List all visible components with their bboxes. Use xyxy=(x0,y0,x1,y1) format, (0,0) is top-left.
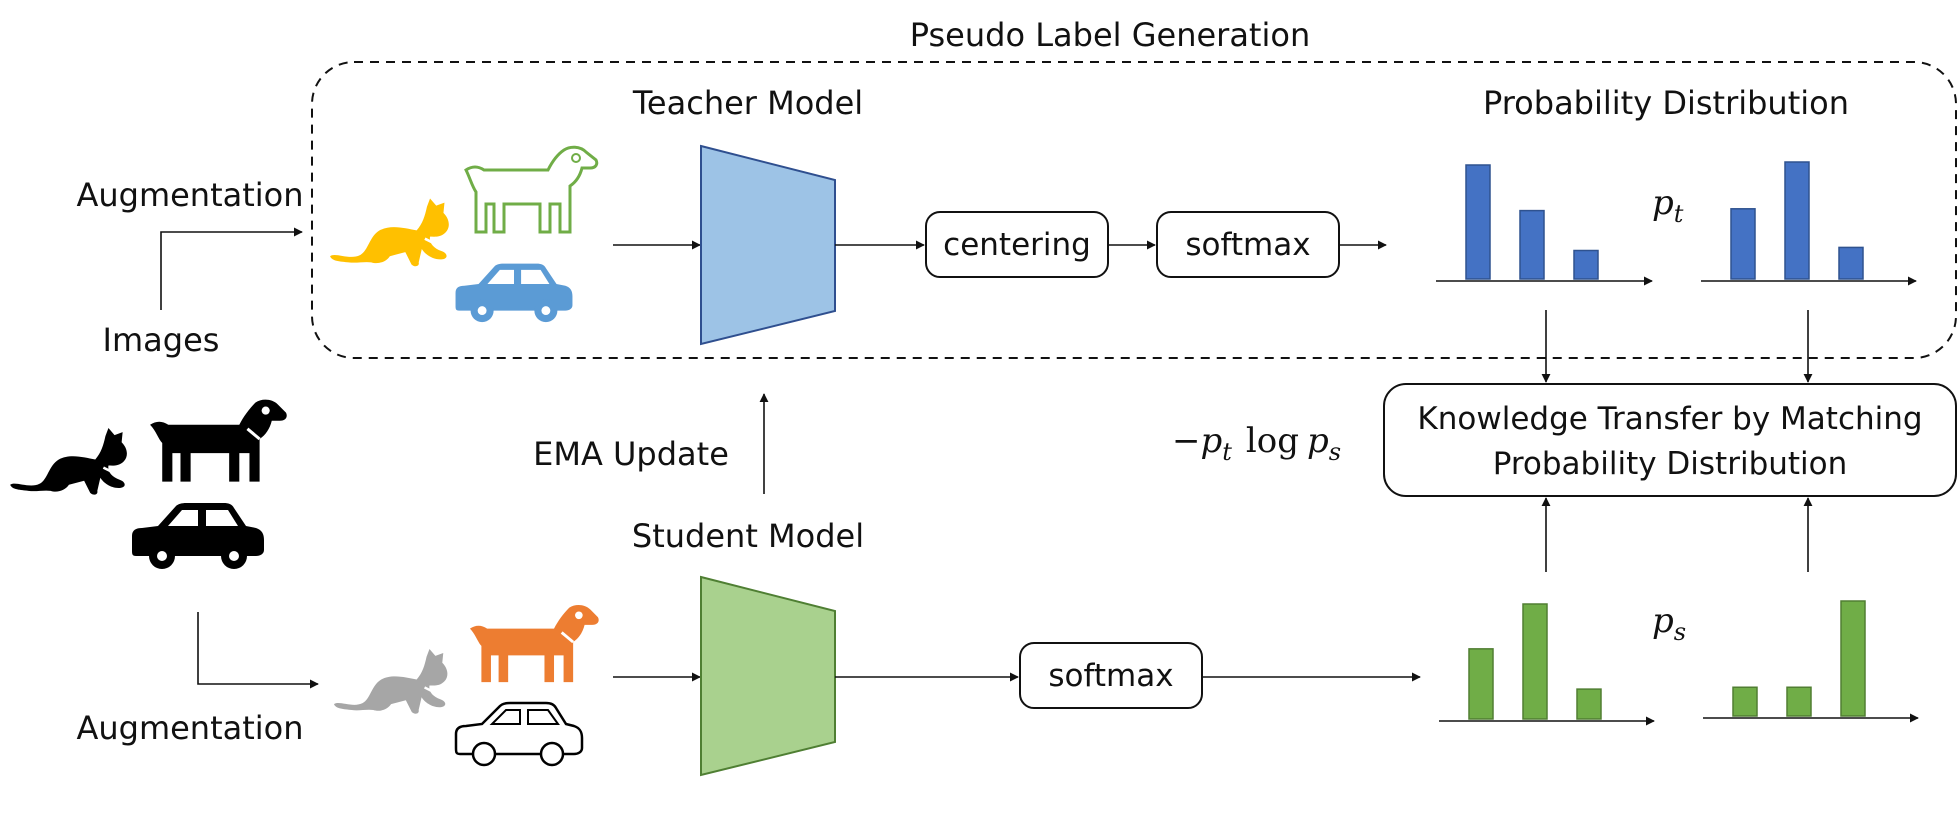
cat-icon xyxy=(8,426,129,496)
probability-distribution-bars xyxy=(1436,161,1919,726)
centering-label: centering xyxy=(943,227,1091,263)
knowledge-transfer-label-line2: Probability Distribution xyxy=(1493,446,1848,482)
car-icon xyxy=(454,701,584,767)
softmax-teacher-label: softmax xyxy=(1185,227,1310,263)
augmentation-bottom-label: Augmentation xyxy=(76,709,303,747)
dog-icon xyxy=(148,398,288,484)
knowledge-transfer-label-line1: Knowledge Transfer by Matching xyxy=(1417,401,1922,437)
teacher-model-label: Teacher Model xyxy=(632,84,863,122)
distribution-bar-student-view2-3 xyxy=(1840,600,1866,717)
original-images xyxy=(8,398,288,569)
teacher-model-trapezoid xyxy=(700,144,836,346)
dog-icon xyxy=(468,603,601,684)
distribution-bar-teacher-view1-3 xyxy=(1573,249,1599,280)
ema-update-label: EMA Update xyxy=(533,435,729,473)
ps-label: ps xyxy=(1652,601,1686,646)
distribution-bar-student-view1-3 xyxy=(1576,688,1602,720)
teacher-augmented-images xyxy=(328,145,599,323)
distribution-bar-student-view2-2 xyxy=(1786,686,1812,717)
car-icon xyxy=(132,503,264,569)
pt-label: pt xyxy=(1652,183,1684,228)
pseudo-label-group-border xyxy=(311,61,1957,359)
distribution-bar-teacher-view2-2 xyxy=(1784,161,1810,280)
distribution-bar-teacher-view2-3 xyxy=(1838,246,1864,280)
arrow-images-to-bottom-augmentation xyxy=(197,612,319,689)
distribution-bar-student-view1-1 xyxy=(1468,648,1494,720)
cat-icon xyxy=(328,196,451,268)
softmax-student-label: softmax xyxy=(1048,658,1173,694)
augmentation-top-label: Augmentation xyxy=(76,176,303,214)
images-label: Images xyxy=(103,321,220,359)
softmax-student-box xyxy=(1019,642,1203,709)
student-model-trapezoid xyxy=(700,575,836,777)
knowledge-transfer-box xyxy=(1383,383,1957,497)
probability-distribution-label: Probability Distribution xyxy=(1483,84,1849,122)
distribution-bar-teacher-view2-1 xyxy=(1730,208,1756,280)
group-title: Pseudo Label Generation xyxy=(910,16,1310,54)
arrow-images-to-top-augmentation xyxy=(160,227,303,310)
distribution-bar-student-view1-2 xyxy=(1522,603,1548,720)
dog-icon xyxy=(464,145,599,234)
distribution-bar-teacher-view1-1 xyxy=(1465,164,1491,280)
car-icon xyxy=(455,263,573,323)
distribution-bar-teacher-view1-2 xyxy=(1519,209,1545,280)
student-model-label: Student Model xyxy=(632,517,864,555)
cat-icon xyxy=(332,647,450,716)
distribution-bar-student-view2-1 xyxy=(1732,686,1758,717)
student-augmented-images xyxy=(332,603,601,767)
